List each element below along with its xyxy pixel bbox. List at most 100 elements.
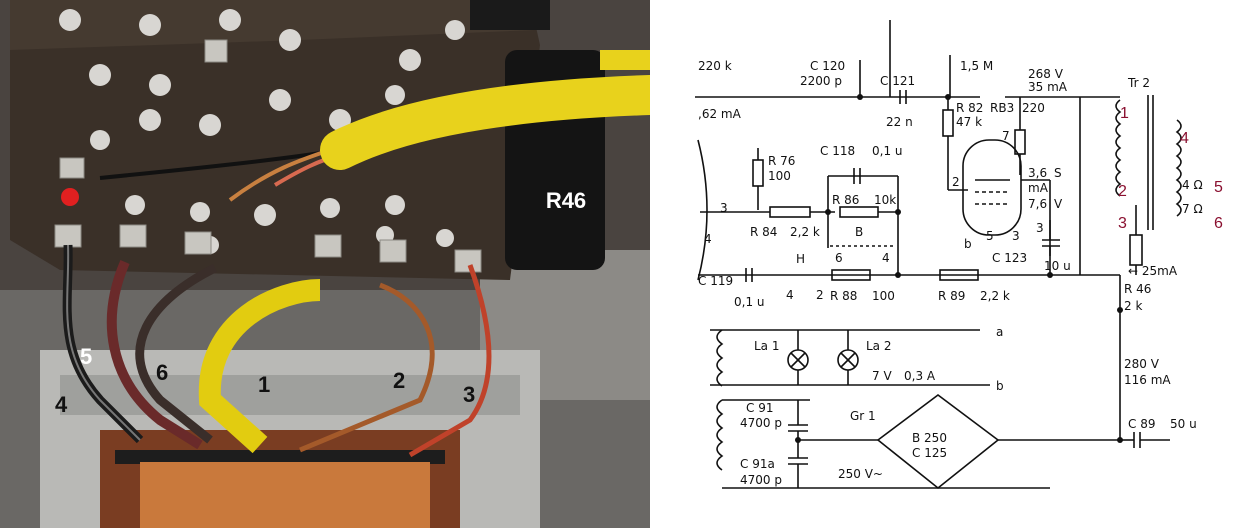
label-c121-val: 22 n — [886, 115, 913, 129]
label-116ma: 116 mA — [1124, 373, 1171, 387]
label-pin3: 3 — [1012, 229, 1020, 243]
photo-label-6: 6 — [156, 360, 168, 385]
label-r89: R 89 — [938, 289, 965, 303]
label-b-tube: b — [964, 237, 972, 251]
photo-label-1: 1 — [258, 372, 270, 397]
wire-5 — [106, 260, 203, 450]
bobbin-flange — [115, 450, 445, 464]
label-r84: R 84 — [750, 225, 777, 239]
label-c89-val: 50 u — [1170, 417, 1197, 431]
label-h: H — [796, 252, 805, 266]
schematic-panel: 220 k C 120 2200 p C 121 22 n 1,5 M 268 … — [650, 0, 1252, 528]
board-highlight — [10, 0, 535, 50]
label-62ma: ,62 mA — [698, 107, 742, 121]
wire-1-yellow — [198, 279, 321, 454]
label-r84-val: 2,2 k — [790, 225, 820, 239]
label-left3: 3 — [720, 201, 728, 215]
schematic-drawing: 220 k C 120 2200 p C 121 22 n 1,5 M 268 … — [695, 20, 1223, 490]
label-v-unit: V — [1054, 197, 1063, 211]
label-tr2: Tr 2 — [1127, 76, 1150, 90]
label-c121: C 121 — [880, 74, 915, 88]
label-c91-val: 4700 p — [740, 416, 782, 430]
label-pin2: 2 — [952, 175, 960, 189]
label-c119: C 119 — [698, 274, 733, 288]
label-n4: 4 — [882, 251, 890, 265]
label-r46-val: 2 k — [1124, 299, 1142, 313]
transformer-photo: R46 4 5 6 1 2 3 — [0, 0, 650, 528]
label-la2: La 2 — [866, 339, 892, 353]
label-03a: 0,3 A — [904, 369, 936, 383]
label-c91a-val: 4700 p — [740, 473, 782, 487]
schematic-wires — [695, 20, 1182, 490]
label-a: a — [996, 325, 1003, 339]
label-b250: B 250 — [912, 431, 947, 445]
label-250v: 250 V~ — [838, 467, 883, 481]
label-220k: 220 k — [698, 59, 732, 73]
label-268v: 268 V — [1028, 67, 1064, 81]
schematic-labels: 220 k C 120 2200 p C 121 22 n 1,5 M 268 … — [698, 59, 1203, 487]
label-7ohm: 7 Ω — [1182, 202, 1203, 216]
label-c123: C 123 — [992, 251, 1027, 265]
photo-label-4: 4 — [55, 392, 68, 417]
label-c125: C 125 — [912, 446, 947, 460]
wire-2-brown — [299, 282, 435, 453]
label-la1: La 1 — [754, 339, 780, 353]
label-pin7: 7 — [1002, 129, 1010, 143]
label-r82: R 82 — [956, 101, 983, 115]
label-7v: 7 V — [872, 369, 892, 383]
label-r76-val: 100 — [768, 169, 791, 183]
photo-label-5: 5 — [80, 344, 92, 369]
label-c119-val: 0,1 u — [734, 295, 765, 309]
label-3v6: 3,6 — [1028, 166, 1047, 180]
wire-6 — [135, 263, 217, 444]
label-r88-val: 100 — [872, 289, 895, 303]
label-c118: C 118 — [820, 144, 855, 158]
label-n2: 2 — [816, 288, 824, 302]
annotation-6: 6 — [1214, 215, 1223, 232]
label-n4b: 4 — [786, 288, 794, 302]
label-c89: C 89 — [1128, 417, 1155, 431]
resistor-r46-label: R46 — [546, 188, 586, 213]
label-pin5: 5 — [986, 229, 994, 243]
label-r82-val: 47 k — [956, 115, 982, 129]
label-rb3-val: 220 — [1022, 101, 1045, 115]
annotation-3: 3 — [1118, 215, 1127, 232]
capacitor-top — [470, 0, 550, 30]
label-c118-val: 0,1 u — [872, 144, 903, 158]
label-7v6: 7,6 — [1028, 197, 1047, 211]
red-indicator-hole — [61, 188, 79, 206]
label-c91: C 91 — [746, 401, 773, 415]
color-annotations: 1 2 3 4 5 6 — [1118, 105, 1223, 232]
label-pin3b: 3 — [1036, 221, 1044, 235]
label-c120-val: 2200 p — [800, 74, 842, 88]
annotation-4: 4 — [1180, 130, 1189, 147]
label-rb3: RB3 — [990, 101, 1014, 115]
label-r89-val: 2,2 k — [980, 289, 1010, 303]
photo-drawing: R46 4 5 6 1 2 3 — [0, 0, 650, 528]
label-280v: 280 V — [1124, 357, 1160, 371]
label-1m5: 1,5 M — [960, 59, 993, 73]
label-s: S — [1054, 166, 1062, 180]
label-r86-val: 10k — [874, 193, 896, 207]
label-ma-unit: mA — [1028, 181, 1049, 195]
label-n6: 6 — [835, 251, 843, 265]
photo-label-2: 2 — [393, 368, 405, 393]
junction-dots — [795, 94, 1123, 443]
photo-label-3: 3 — [463, 382, 475, 407]
label-left4: 4 — [704, 232, 712, 246]
label-4ohm: 4 Ω — [1182, 178, 1203, 192]
label-35ma: 35 mA — [1028, 80, 1068, 94]
label-r88: R 88 — [830, 289, 857, 303]
label-c123-val: 10 u — [1044, 259, 1071, 273]
label-r76: R 76 — [768, 154, 795, 168]
label-25ma: ← 25mA — [1128, 264, 1178, 278]
label-c91a: C 91a — [740, 457, 775, 471]
solder-lugs — [54, 39, 482, 273]
annotation-5: 5 — [1214, 179, 1223, 196]
label-b: B — [855, 225, 863, 239]
label-r46: R 46 — [1124, 282, 1151, 296]
coil-winding — [140, 462, 430, 528]
label-c120: C 120 — [810, 59, 845, 73]
wire-3-red — [408, 264, 492, 458]
